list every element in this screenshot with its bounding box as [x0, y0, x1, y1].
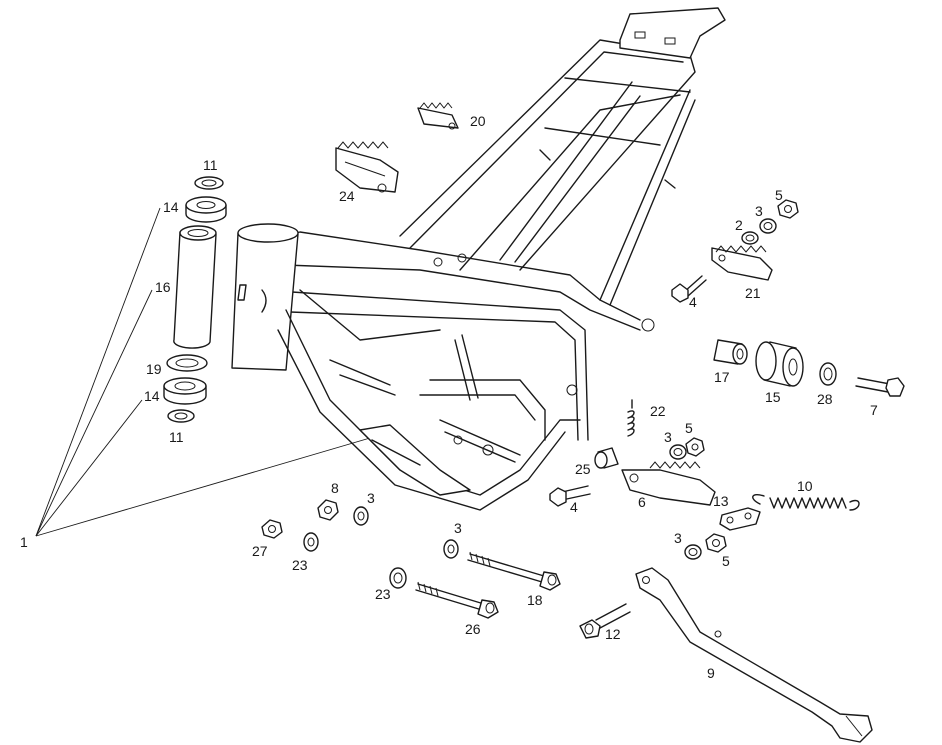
- part-label-20: 20: [470, 113, 486, 129]
- part-label-6: 6: [638, 494, 646, 510]
- upper-bearing-14: [185, 196, 227, 223]
- part-label-4-lower: 4: [570, 499, 578, 515]
- frame-1: [231, 7, 726, 511]
- part-label-28: 28: [817, 391, 833, 407]
- plate-13: [719, 507, 761, 531]
- part-label-16: 16: [155, 279, 171, 295]
- bolt-12: [579, 603, 631, 639]
- nut-5-mid: [685, 437, 705, 457]
- nut-27: [261, 519, 283, 539]
- bolt-4-upper: [671, 275, 707, 303]
- side-stand-9: [635, 567, 873, 743]
- washer-23-lower: [389, 567, 407, 589]
- part-label-3-stand: 3: [674, 530, 682, 546]
- part-label-11-lower: 11: [169, 429, 184, 445]
- nut-8: [317, 499, 339, 521]
- spacer-17: [713, 339, 748, 365]
- part-label-5-upper: 5: [775, 187, 783, 203]
- part-label-9: 9: [707, 665, 715, 681]
- part-label-23-upper: 23: [292, 557, 308, 573]
- washer-3-mid: [669, 444, 687, 460]
- part-label-3-mid: 3: [664, 429, 672, 445]
- part-label-12: 12: [605, 626, 621, 642]
- part-label-3-left: 3: [367, 490, 375, 506]
- spring-10: [752, 494, 860, 511]
- washer-3-left: [353, 506, 369, 526]
- part-label-11-upper: 11: [203, 157, 218, 173]
- passenger-footrest-20: [417, 102, 459, 130]
- part-label-27: 27: [252, 543, 268, 559]
- part-label-24: 24: [339, 188, 355, 204]
- steering-tube-16: [173, 225, 217, 349]
- part-label-21: 21: [745, 285, 761, 301]
- part-label-13: 13: [713, 493, 729, 509]
- part-label-14-upper: 14: [163, 199, 179, 215]
- spring-washer-2: [741, 231, 759, 245]
- part-label-5-stand: 5: [722, 553, 730, 569]
- lower-bearing-14: [163, 377, 207, 405]
- part-label-19: 19: [146, 361, 162, 377]
- part-label-2: 2: [735, 217, 743, 233]
- nut-5-upper: [777, 199, 799, 219]
- lower-seal-19: [166, 354, 208, 372]
- part-label-8: 8: [331, 480, 339, 496]
- part-label-7: 7: [870, 402, 878, 418]
- part-label-25: 25: [575, 461, 591, 477]
- bolt-4-lower: [549, 485, 591, 507]
- footrest-6: [621, 461, 716, 506]
- bushing-15: [755, 341, 804, 387]
- bolt-7: [855, 377, 905, 397]
- washer-28: [819, 362, 837, 386]
- part-label-17: 17: [714, 369, 730, 385]
- part-label-5-mid: 5: [685, 420, 693, 436]
- part-label-23-lower: 23: [375, 586, 391, 602]
- part-label-10: 10: [797, 478, 813, 494]
- part-label-18: 18: [527, 592, 543, 608]
- lower-bearing-seal-11: [167, 409, 195, 423]
- part-label-22: 22: [650, 403, 666, 419]
- upper-bearing-seal-11: [194, 176, 224, 190]
- part-label-4-upper: 4: [689, 294, 697, 310]
- part-label-3-center: 3: [454, 520, 462, 536]
- part-labels: 11 14 16 19 14 11 1 20 24 5 3 2 21 4 17 …: [20, 113, 878, 681]
- part-label-3-upper: 3: [755, 203, 763, 219]
- bolt-18: [467, 551, 561, 591]
- part-label-15: 15: [765, 389, 781, 405]
- part-label-1: 1: [20, 534, 28, 550]
- washer-23-upper: [303, 532, 319, 552]
- nut-5-stand: [705, 533, 727, 553]
- spacer-25: [594, 447, 619, 469]
- bolt-26: [415, 581, 499, 619]
- part-label-14-lower: 14: [144, 388, 160, 404]
- callout-lines: [35, 207, 371, 537]
- washer-3-stand: [684, 544, 702, 560]
- spring-22: [627, 399, 635, 437]
- passenger-footrest-24: [335, 141, 399, 193]
- washer-3-center: [443, 539, 459, 559]
- footrest-21: [711, 245, 773, 281]
- part-label-26: 26: [465, 621, 481, 637]
- washer-3-upper: [759, 218, 777, 234]
